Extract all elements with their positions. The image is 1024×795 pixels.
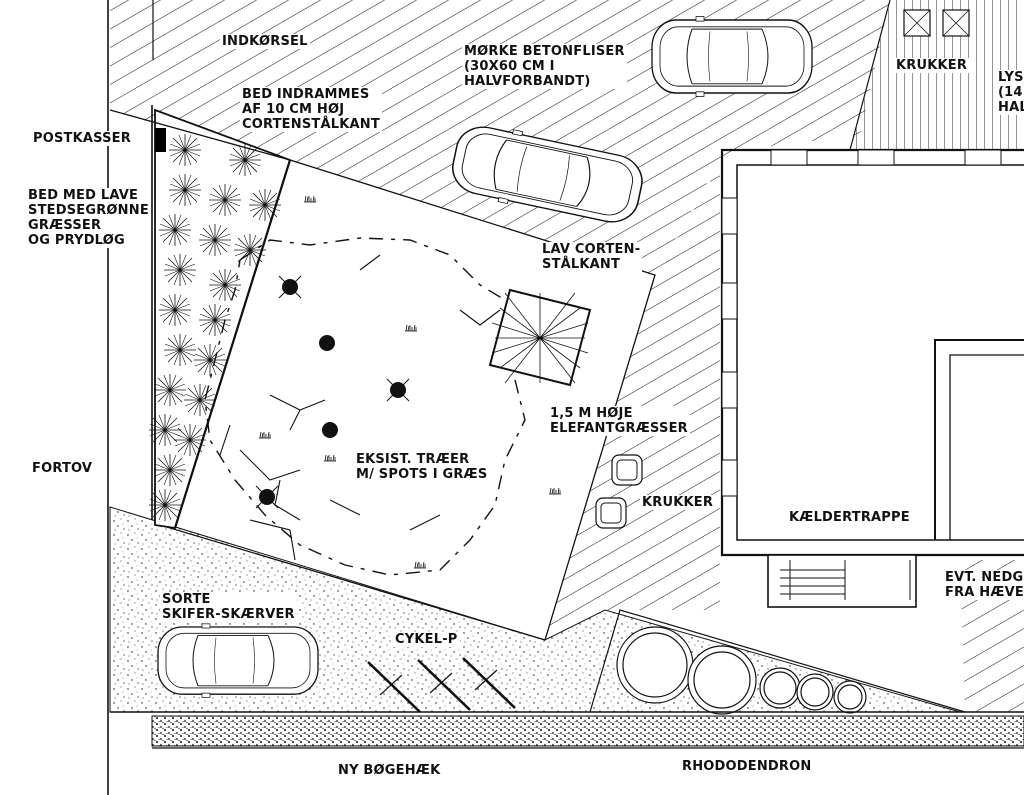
- label-krukker-top: KRUKKER: [894, 58, 970, 73]
- label-lav-corten: LAV CORTEN- STÅLKANT: [540, 242, 643, 272]
- label-indkorsel: INDKØRSEL: [220, 34, 310, 49]
- label-evt-nedg: EVT. NEDG FRA HÆVE: [943, 570, 1024, 600]
- pot-symbols: [595, 9, 970, 529]
- label-sorte-skifer: SORTE SKIFER-SKÆRVER: [160, 592, 297, 622]
- bicycle-icons: [367, 657, 516, 713]
- label-betonfliser: MØRKE BETONFLISER (30X60 CM I HALVFORBAN…: [462, 44, 627, 89]
- label-postkasser: POSTKASSER: [31, 131, 133, 146]
- label-bed-lave: BED MED LAVE STEDSEGRØNNE GRÆSSER OG PRY…: [26, 188, 151, 248]
- mailbox-symbol: [155, 128, 166, 152]
- label-kaeldertrappe: KÆLDERTRAPPE: [787, 510, 912, 525]
- label-fortov: FORTOV: [30, 461, 95, 476]
- label-krukker-mid: KRUKKER: [640, 495, 716, 510]
- label-ny-bogehaek: NY BØGEHÆK: [338, 763, 441, 778]
- elephant-grass-planter: [488, 288, 592, 387]
- label-elefantgraesser: 1,5 M HØJE ELEFANTGRÆSSER: [548, 406, 690, 436]
- tree-symbols: [255, 275, 410, 509]
- car-icon-top-right: [651, 15, 813, 98]
- label-lys-cut: LYS (14 HAL: [996, 70, 1024, 115]
- car-icon-bottom: [157, 623, 319, 699]
- label-eksist-traeer: EKSIST. TRÆER M/ SPOTS I GRÆS: [354, 452, 490, 482]
- rhododendron-shrubs: [616, 626, 867, 715]
- label-cykel-p: CYKEL-P: [393, 632, 460, 647]
- right-hatch-area: [850, 0, 1024, 150]
- label-rhododendron: RHODODENDRON: [682, 759, 812, 774]
- hedge-band: [151, 715, 1024, 747]
- label-bed-indrammes: BED INDRAMMES AF 10 CM HØJ CORTENSTÅLKAN…: [240, 87, 382, 132]
- paving-area: [540, 165, 720, 640]
- house-outline: [720, 148, 1024, 608]
